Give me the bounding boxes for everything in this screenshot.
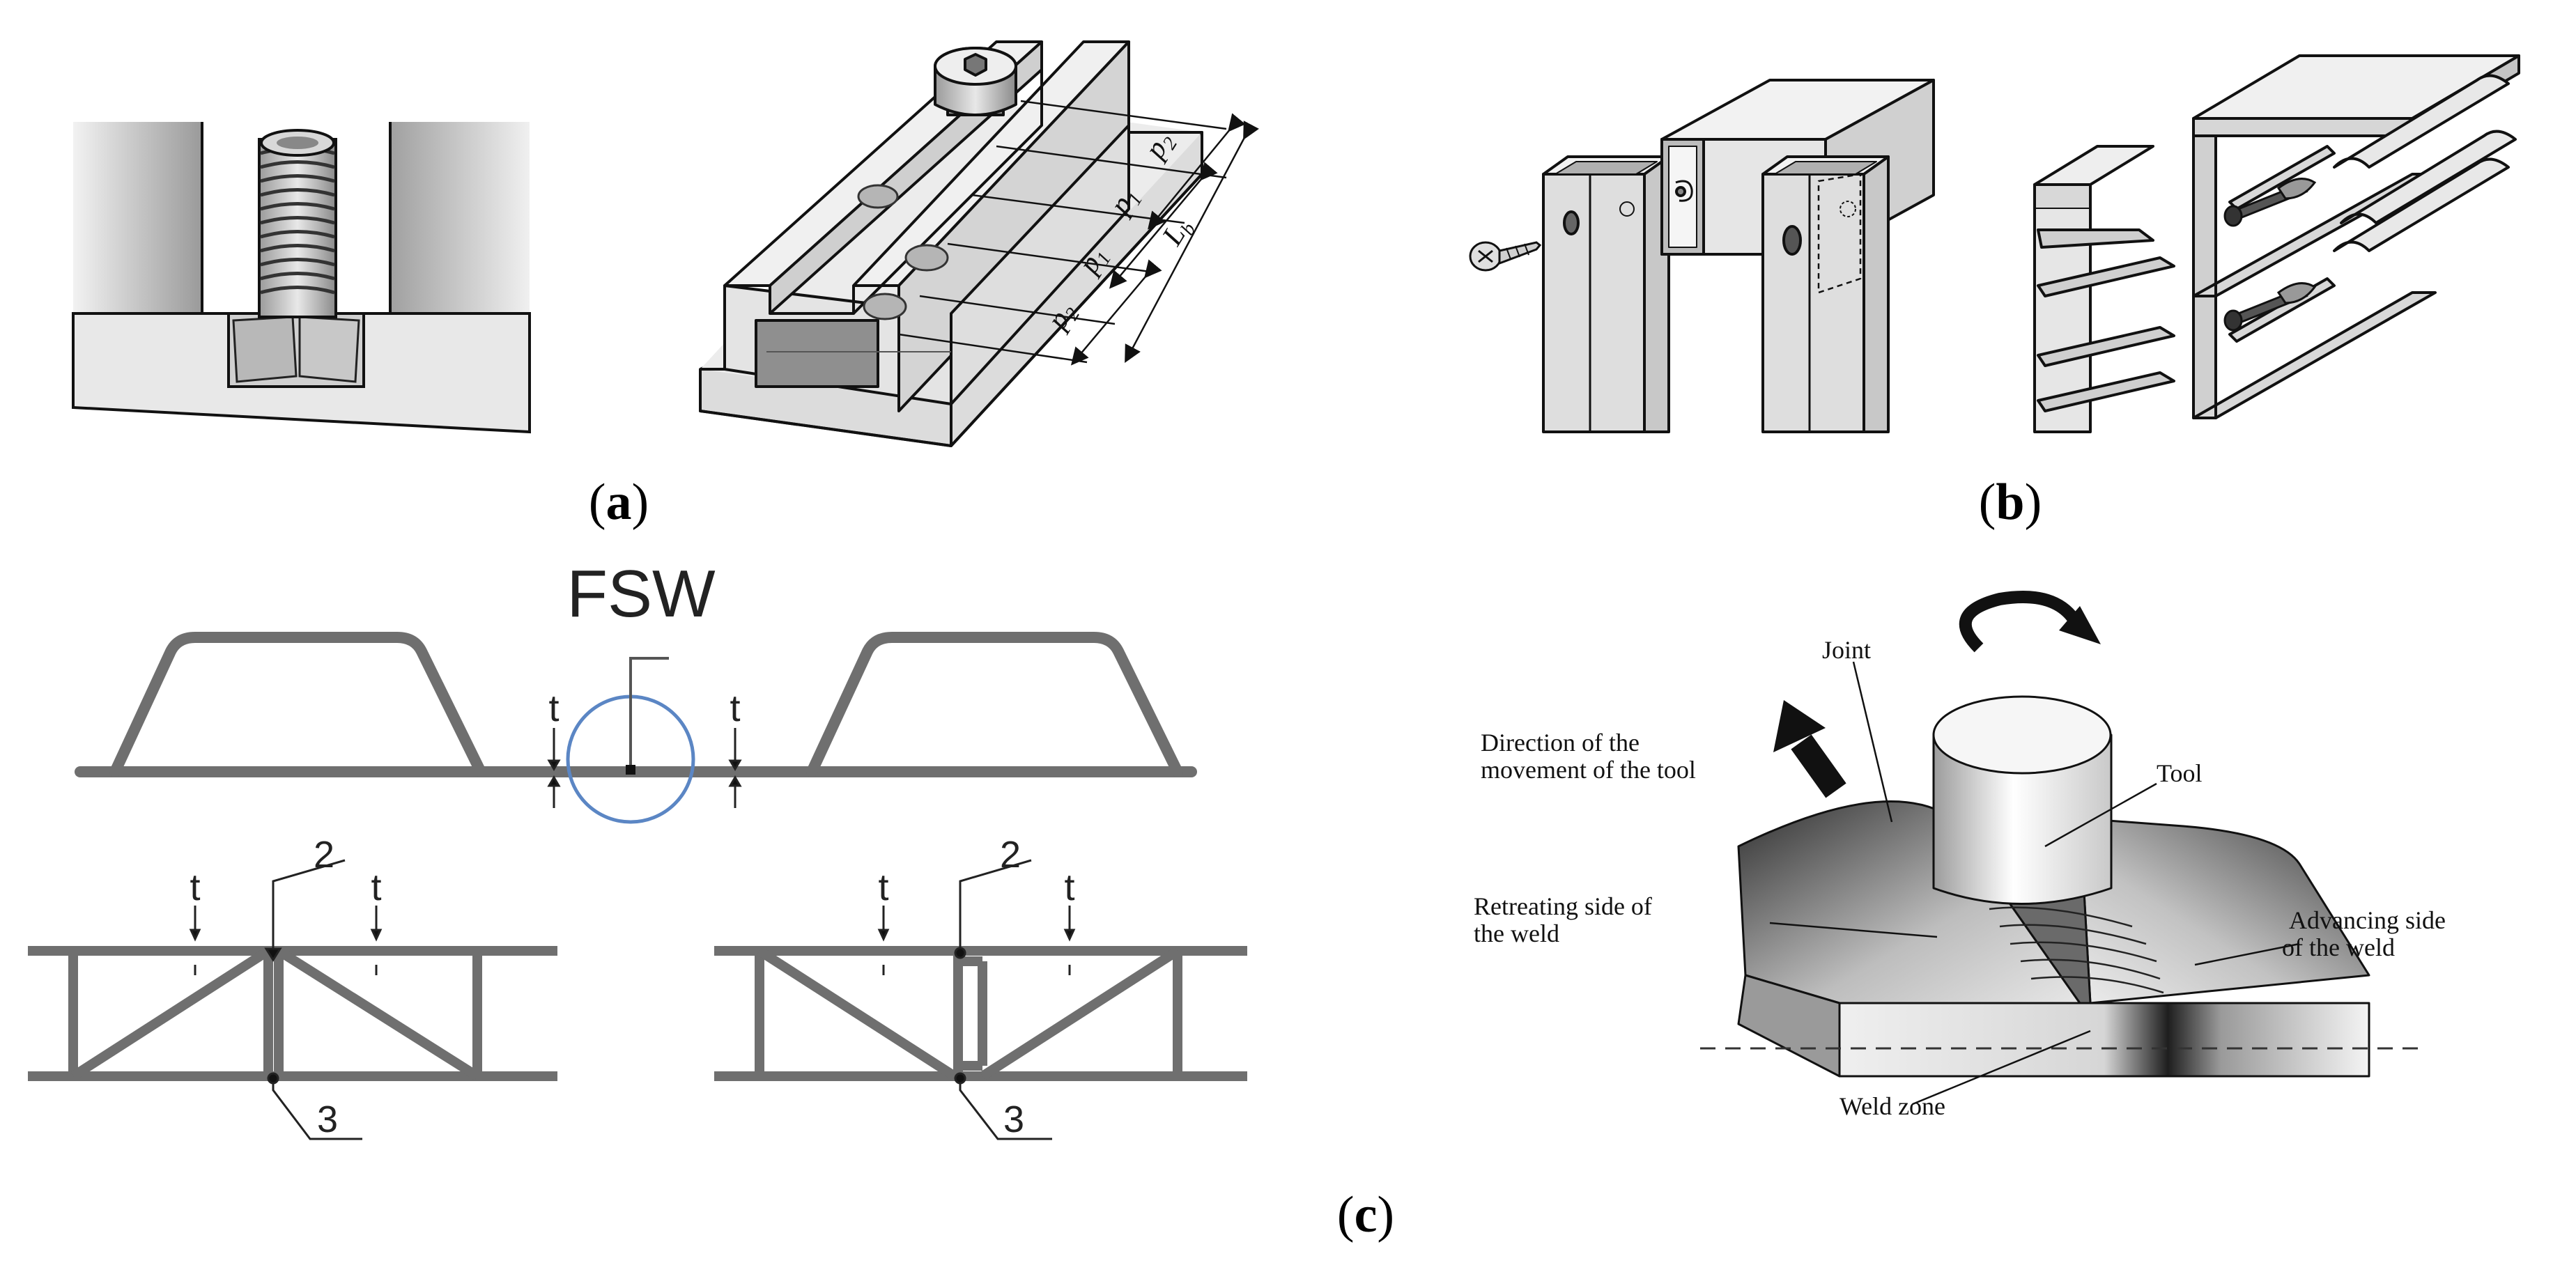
truss-left-callouts	[189, 859, 383, 1140]
fsw-callout-labels: Joint Direction of the movement of the t…	[1474, 636, 2446, 1120]
label-retreating-2: the weld	[1474, 919, 1559, 947]
fsw-process-drawing	[1737, 695, 2370, 1078]
label-direction-1: Direction of the	[1481, 729, 1640, 756]
callout-left-2: 2	[314, 834, 334, 876]
label-weld-zone: Weld zone	[1840, 1092, 1945, 1120]
direction-arrow-icon	[1773, 700, 1846, 798]
thickness-mark-right: t	[730, 688, 740, 729]
panel-label-b: (b)	[1979, 474, 2042, 531]
thickness-mark-truss-right-a: t	[878, 867, 888, 908]
callout-left-3: 3	[317, 1099, 338, 1140]
panel-label-c: (c)	[1337, 1186, 1394, 1243]
thickness-mark-truss-right-b: t	[1064, 867, 1074, 908]
thickness-mark-truss-left-b: t	[371, 867, 381, 908]
rail-dimension-lines	[898, 100, 1259, 366]
thickness-mark-truss-left-a: t	[190, 867, 200, 908]
screw-icon	[1469, 241, 1542, 272]
snap-fasteners	[2223, 178, 2317, 332]
rail-isometric	[699, 40, 1203, 447]
rotation-arrow-icon	[1959, 591, 2101, 653]
callout-right-3: 3	[1003, 1099, 1024, 1140]
truss-left	[28, 946, 557, 1081]
label-direction-2: movement of the tool	[1481, 756, 1696, 784]
label-advancing-1: Advancing side	[2289, 906, 2446, 934]
truss-right	[714, 946, 1247, 1081]
label-advancing-2: of the weld	[2282, 933, 2395, 961]
tslot-crosssection	[72, 122, 531, 434]
fsw-profiles	[75, 632, 1197, 777]
truss-right-callouts	[877, 859, 1076, 1140]
thickness-mark-left: t	[548, 688, 559, 729]
fsw-leader-lines	[1769, 661, 2300, 1105]
fsw-title: FSW	[566, 557, 716, 631]
label-tool: Tool	[2157, 759, 2202, 787]
label-joint: Joint	[1822, 636, 1871, 664]
fsw-joint-marker: FSW t t	[547, 557, 742, 824]
callout-right-2: 2	[1000, 834, 1021, 876]
label-retreating-1: Retreating side of	[1474, 892, 1652, 920]
extrusion-snap-drawing	[2033, 54, 2520, 433]
tube-joint-drawing	[1542, 79, 1935, 433]
bolt-threads	[260, 146, 335, 295]
panel-label-a: (a)	[589, 474, 649, 531]
